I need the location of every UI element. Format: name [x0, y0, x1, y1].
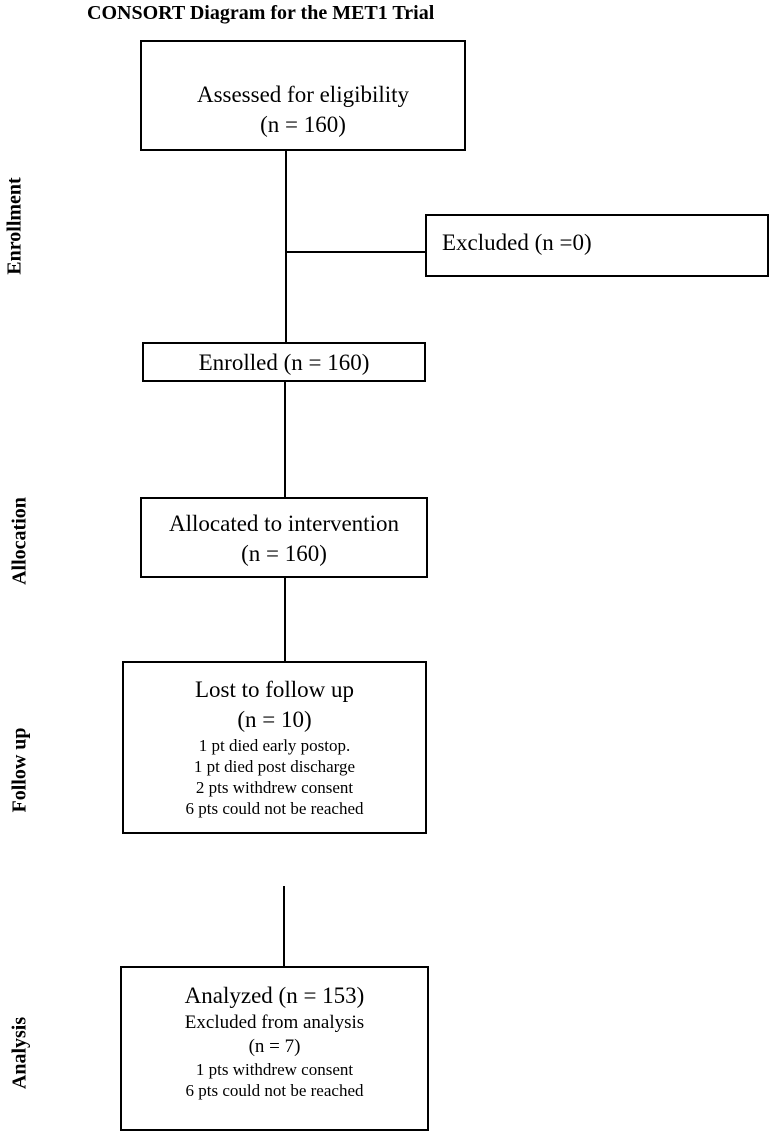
- connector-assessed-to-enrolled: [285, 150, 287, 343]
- analyzed-detail: 6 pts could not be reached: [185, 1081, 364, 1100]
- analyzed-detail: 1 pts withdrew consent: [195, 1060, 354, 1079]
- phase-label-enrollment: Enrollment: [3, 177, 26, 275]
- analyzed-excluded-label: Excluded from analysis: [184, 1012, 365, 1033]
- phase-label-analysis: Analysis: [8, 1016, 31, 1090]
- lost-count: (n = 10): [237, 707, 312, 732]
- analyzed-box: Analyzed (n = 153) Excluded from analysi…: [120, 966, 429, 1131]
- phase-label-follow-up: Follow up: [8, 727, 31, 813]
- lost-detail: 1 pt died early postop.: [198, 736, 351, 755]
- connector-enrolled-to-allocated: [284, 381, 286, 498]
- lost-to-follow-up-box: Lost to follow up (n = 10) 1 pt died ear…: [122, 661, 427, 834]
- diagram-title: CONSORT Diagram for the MET1 Trial: [87, 2, 435, 24]
- analyzed-label: Analyzed (n = 153): [184, 983, 365, 1008]
- connector-to-excluded: [285, 251, 426, 253]
- assessed-box: Assessed for eligibility (n = 160): [140, 40, 466, 151]
- lost-detail: 2 pts withdrew consent: [195, 778, 354, 797]
- enrolled-label: Enrolled (n = 160): [198, 350, 370, 375]
- assessed-count: (n = 160): [260, 112, 346, 137]
- allocated-box: Allocated to intervention (n = 160): [140, 497, 428, 578]
- allocated-label: Allocated to intervention: [169, 511, 399, 536]
- connector-to-analyzed: [283, 886, 285, 967]
- analyzed-excluded-count: (n = 7): [248, 1036, 301, 1057]
- excluded-box: Excluded (n =0): [425, 214, 769, 277]
- phase-label-allocation: Allocation: [8, 497, 31, 585]
- assessed-label: Assessed for eligibility: [196, 82, 410, 107]
- connector-allocated-to-lost: [284, 577, 286, 662]
- enrolled-box: Enrolled (n = 160): [142, 342, 426, 382]
- lost-label: Lost to follow up: [194, 677, 355, 702]
- allocated-count: (n = 160): [241, 541, 327, 566]
- lost-detail: 1 pt died post discharge: [193, 757, 356, 776]
- excluded-label: Excluded (n =0): [442, 230, 592, 255]
- lost-detail: 6 pts could not be reached: [185, 799, 364, 818]
